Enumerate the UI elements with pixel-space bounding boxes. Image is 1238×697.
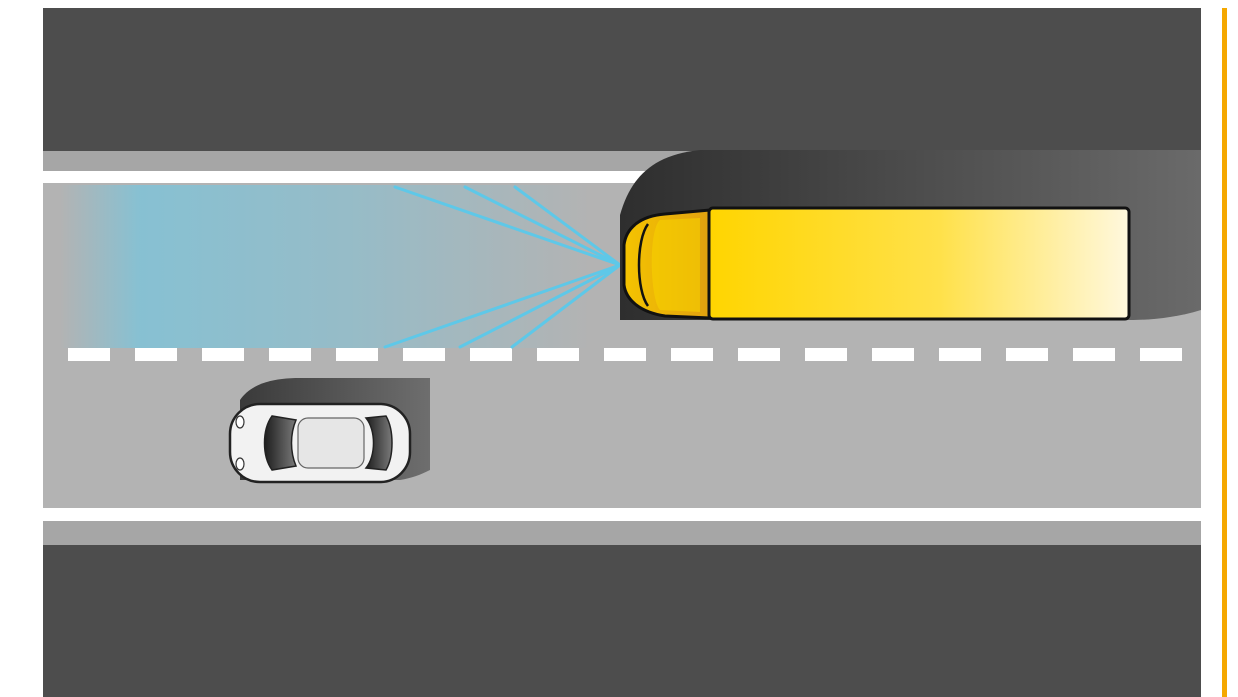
lane-dash-7 [537,348,579,361]
lane-dash-1 [135,348,177,361]
sensor-beam-2 [513,185,622,267]
car-headlight-left [235,415,245,429]
car-rear-window [364,415,393,471]
shoulder-bottom [43,521,1201,545]
truck-icon [622,206,1131,321]
lane-dash-6 [470,348,512,361]
car-headlight-right [235,457,245,471]
lane-dash-10 [738,348,780,361]
car-windshield [263,415,298,471]
lane-divider-dashed [68,348,1182,361]
lane-dash-13 [939,348,981,361]
sensor-beam-5 [510,263,622,349]
car-roof [297,417,365,469]
sensor-detection-zone [60,185,590,348]
truck-cab-roof [651,218,700,312]
lane-dash-15 [1073,348,1115,361]
sensor-beam-3 [383,263,622,349]
lane-dash-3 [269,348,311,361]
lane-dash-0 [68,348,110,361]
sensor-beam-0 [393,185,622,267]
lane-dash-5 [403,348,445,361]
lane-dash-4 [336,348,378,361]
lane-dash-2 [202,348,244,361]
truck-windshield [637,223,650,307]
lane-dash-8 [604,348,646,361]
terrain-top [43,8,1201,153]
lane-dash-9 [671,348,713,361]
lane-dash-16 [1140,348,1182,361]
lane-dash-11 [805,348,847,361]
lane-dash-14 [1006,348,1048,361]
car-icon [228,402,412,484]
truck-trailer [707,206,1131,321]
radar-sensor-icon [383,185,622,349]
terrain-bottom [43,545,1201,697]
sensor-beam-4 [458,263,622,349]
accent-border-right [1222,8,1227,697]
edge-line-bottom [43,508,1201,521]
sensor-beam-1 [463,185,622,267]
lane-dash-12 [872,348,914,361]
